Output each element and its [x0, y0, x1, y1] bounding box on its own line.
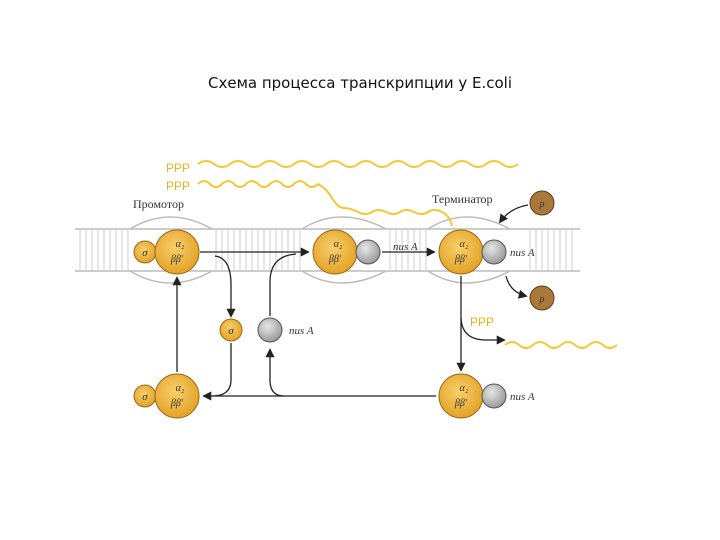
diagram-title: Схема процесса транскрипции у E.coli — [207, 74, 513, 92]
promoter-label: Промотор — [133, 197, 184, 211]
dna-strand — [75, 216, 580, 284]
beta-label-3: ββ′ — [454, 254, 468, 265]
beta-label-4: ββ′ — [170, 398, 184, 409]
nusA-label-4: nus A — [510, 391, 535, 403]
flow-arrows — [172, 204, 529, 401]
nusA-label-3: nus A — [510, 247, 535, 259]
nusA-label-free: nus A — [289, 325, 314, 337]
core-enzyme-3 — [438, 229, 484, 275]
holoenzyme-recycled: σ α₂ ββ′ — [133, 373, 200, 419]
ppp-label-released: PPP — [470, 315, 494, 329]
rho-factor-released: ρ — [529, 285, 555, 311]
sigma-label: σ — [142, 247, 148, 259]
beta-label: ββ′ — [170, 254, 184, 265]
rna-wave-2 — [197, 180, 453, 227]
rho-label-1: ρ — [539, 199, 545, 210]
ppp-label-2: PPP — [166, 179, 190, 193]
sigma-label-free: σ — [228, 325, 234, 337]
alpha-label-4: α₂ — [176, 383, 185, 394]
core-enzyme-2 — [312, 229, 358, 275]
free-sigma-factor: σ — [219, 318, 243, 342]
alpha-label: α₂ — [176, 239, 185, 250]
rho-label-2: ρ — [539, 294, 545, 305]
beta-label-2: ββ′ — [328, 254, 342, 265]
elongation-complex: α₂ ββ′ nus A — [312, 229, 418, 275]
arrow-nusA-binding — [269, 253, 297, 316]
beta-label-5: ββ′ — [454, 398, 468, 409]
terminator-label: Терминатор — [432, 192, 493, 206]
alpha-label-3: α₂ — [460, 239, 469, 250]
ppp-label-1: PPP — [166, 161, 190, 175]
free-nusA: nus A — [257, 317, 314, 343]
arrow-rna-release — [460, 317, 506, 345]
arrow-sigma-rebind — [211, 343, 232, 397]
termination-complex: α₂ ββ′ nus A — [438, 229, 535, 275]
sigma-label-4: σ — [142, 391, 148, 403]
arrow-rho-out — [505, 275, 528, 299]
alpha-label-5: α₂ — [460, 383, 469, 394]
nusA-label-2: nus A — [393, 241, 418, 253]
core-enzyme — [154, 229, 200, 275]
rna-polymerase-holoenzyme: σ α₂ ββ′ — [133, 229, 200, 275]
arrow-sigma-release — [214, 255, 236, 318]
released-core-complex: α₂ ββ′ nus A — [438, 373, 535, 419]
arrow-nusA-release — [265, 348, 285, 397]
arrow-rho-in — [498, 204, 529, 224]
rna-transcripts — [197, 160, 618, 349]
rho-factor-incoming: ρ — [529, 190, 555, 216]
alpha-label-2: α₂ — [334, 239, 343, 250]
nusA-protein-3 — [481, 239, 507, 265]
rna-wave-1 — [197, 160, 519, 168]
rna-wave-released — [504, 341, 618, 349]
nusA-protein — [355, 239, 381, 265]
